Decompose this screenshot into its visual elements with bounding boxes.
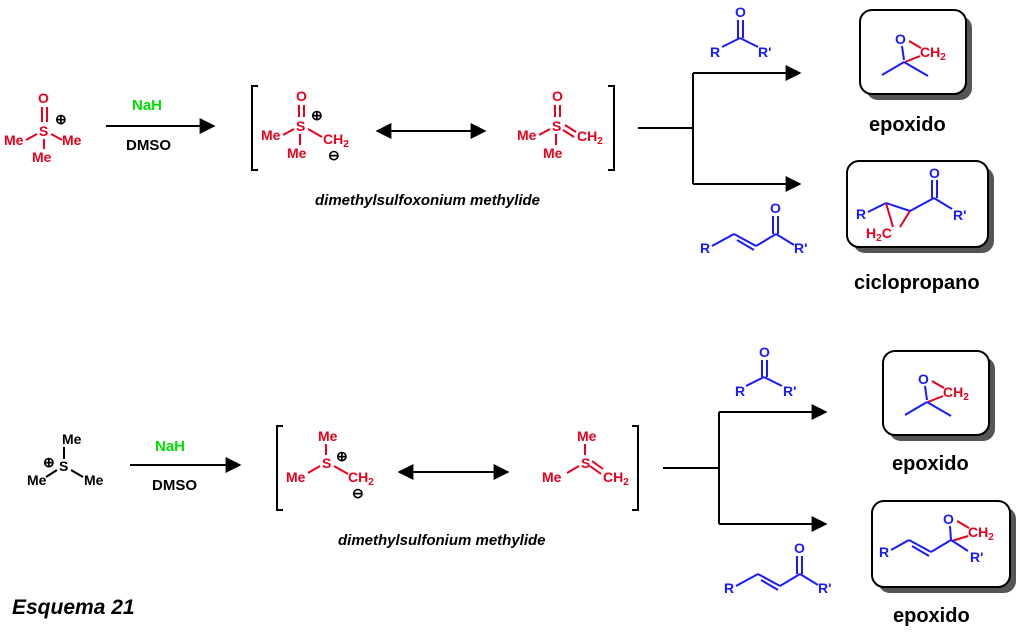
methyl-left: Me (261, 127, 281, 143)
methyl-left: Me (542, 469, 562, 485)
oxygen-atom: O (943, 511, 954, 527)
methylene-group: CH2 (603, 469, 629, 488)
scheme-caption: Esquema 21 (12, 596, 135, 619)
bracket-right (608, 85, 615, 171)
methyl-top: Me (318, 428, 338, 444)
oxygen-atom: O (770, 200, 781, 216)
product-label-epoxido: epoxido (869, 114, 946, 136)
r-prime-group: R' (758, 44, 771, 60)
oxygen-atom: O (38, 90, 49, 106)
ylide-resonance-form-1: O S ⊕ Me Me CH2 ⊖ (261, 88, 349, 163)
top-scheme: O S ⊕ Me Me Me NaH DMSO O S ⊕ (4, 4, 994, 294)
sulfur-atom: S (39, 123, 48, 139)
methyl-right: Me (84, 472, 104, 488)
methylene-group: H2C (866, 225, 892, 244)
ylide-resonance-form-2: O S Me Me CH2 (517, 88, 603, 161)
trimethylsulfoxonium-cation: O S ⊕ Me Me Me (4, 90, 82, 165)
r-prime-group: R' (953, 207, 966, 223)
r-prime-group: R' (783, 383, 796, 399)
methyl-right: Me (62, 132, 82, 148)
product-label-ciclopropano: ciclopropano (854, 272, 980, 294)
methylene-group: CH2 (323, 131, 349, 150)
r-prime-group: R' (794, 240, 807, 256)
sulfur-atom: S (59, 458, 68, 474)
methyl-bottom: Me (543, 145, 563, 161)
solvent-dmso: DMSO (152, 477, 197, 494)
cyclopropane-product-box: R O R' H2C (846, 160, 994, 253)
oxygen-atom: O (895, 31, 906, 47)
oxygen-atom: O (759, 344, 770, 360)
methyl-left: Me (27, 472, 47, 488)
ylide-name: dimethylsulfoxonium methylide (315, 192, 540, 209)
trimethylsulfonium-cation: Me ⊕ S Me Me (27, 431, 104, 488)
oxygen-atom: O (918, 371, 929, 387)
epoxide-product-box: O CH2 (882, 350, 995, 441)
negative-charge: ⊖ (328, 147, 340, 163)
oxygen-atom: O (296, 88, 307, 104)
methyl-left: Me (286, 469, 306, 485)
positive-charge: ⊕ (336, 448, 348, 464)
oxygen-atom: O (794, 540, 805, 556)
ylide-resonance-form-1: Me S ⊕ Me CH2 ⊖ (286, 428, 374, 501)
r-group: R (856, 206, 866, 222)
bracket-right (632, 425, 639, 511)
ketone-substrate: O R R' (710, 4, 771, 60)
methyl-top: Me (62, 431, 82, 447)
methyl-bottom: Me (287, 145, 307, 161)
reagent-nah: NaH (132, 97, 162, 114)
r-group: R (700, 240, 710, 256)
oxygen-atom: O (929, 165, 940, 181)
methyl-top: Me (577, 428, 597, 444)
methylene-group: CH2 (348, 469, 374, 488)
enone-substrate: R O R' (724, 540, 831, 596)
r-group: R (724, 580, 734, 596)
solvent-dmso: DMSO (126, 137, 171, 154)
ylide-resonance-form-2: Me S Me CH2 (542, 428, 629, 488)
methyl-bottom: Me (32, 149, 52, 165)
methylene-group: CH2 (943, 384, 969, 403)
oxygen-atom: O (735, 4, 746, 20)
methyl-left: Me (4, 132, 24, 148)
methyl-left: Me (517, 127, 537, 143)
product-label-epoxido-2: epoxido (893, 605, 970, 627)
sulfur-atom: S (552, 118, 561, 134)
oxygen-atom: O (552, 88, 563, 104)
bracket-left (276, 425, 283, 511)
ylide-name: dimethylsulfonium methylide (338, 532, 546, 549)
allylic-epoxide-product-box: R O CH2 R' (871, 500, 1016, 593)
r-group: R (879, 544, 889, 560)
epoxide-product-box: O CH2 (859, 9, 972, 100)
bracket-left (251, 85, 258, 171)
r-group: R (710, 44, 720, 60)
positive-charge: ⊕ (311, 107, 323, 123)
enone-substrate: R O R' (700, 200, 807, 256)
r-prime-group: R' (970, 549, 983, 565)
bottom-scheme: Me ⊕ S Me Me NaH DMSO Me S ⊕ Me CH2 ⊖ (27, 344, 1016, 627)
r-prime-group: R' (818, 580, 831, 596)
sulfur-atom: S (581, 455, 590, 471)
sulfur-atom: S (296, 118, 305, 134)
methylene-group: CH2 (577, 128, 603, 147)
ketone-substrate: O R R' (735, 344, 796, 399)
methylene-group: CH2 (968, 524, 994, 543)
positive-charge: ⊕ (55, 111, 67, 127)
r-group: R (735, 383, 745, 399)
negative-charge: ⊖ (352, 485, 364, 501)
methylene-group: CH2 (920, 44, 946, 63)
sulfur-atom: S (322, 455, 331, 471)
positive-charge: ⊕ (43, 454, 55, 470)
product-label-epoxido: epoxido (892, 453, 969, 475)
reagent-nah: NaH (155, 438, 185, 455)
